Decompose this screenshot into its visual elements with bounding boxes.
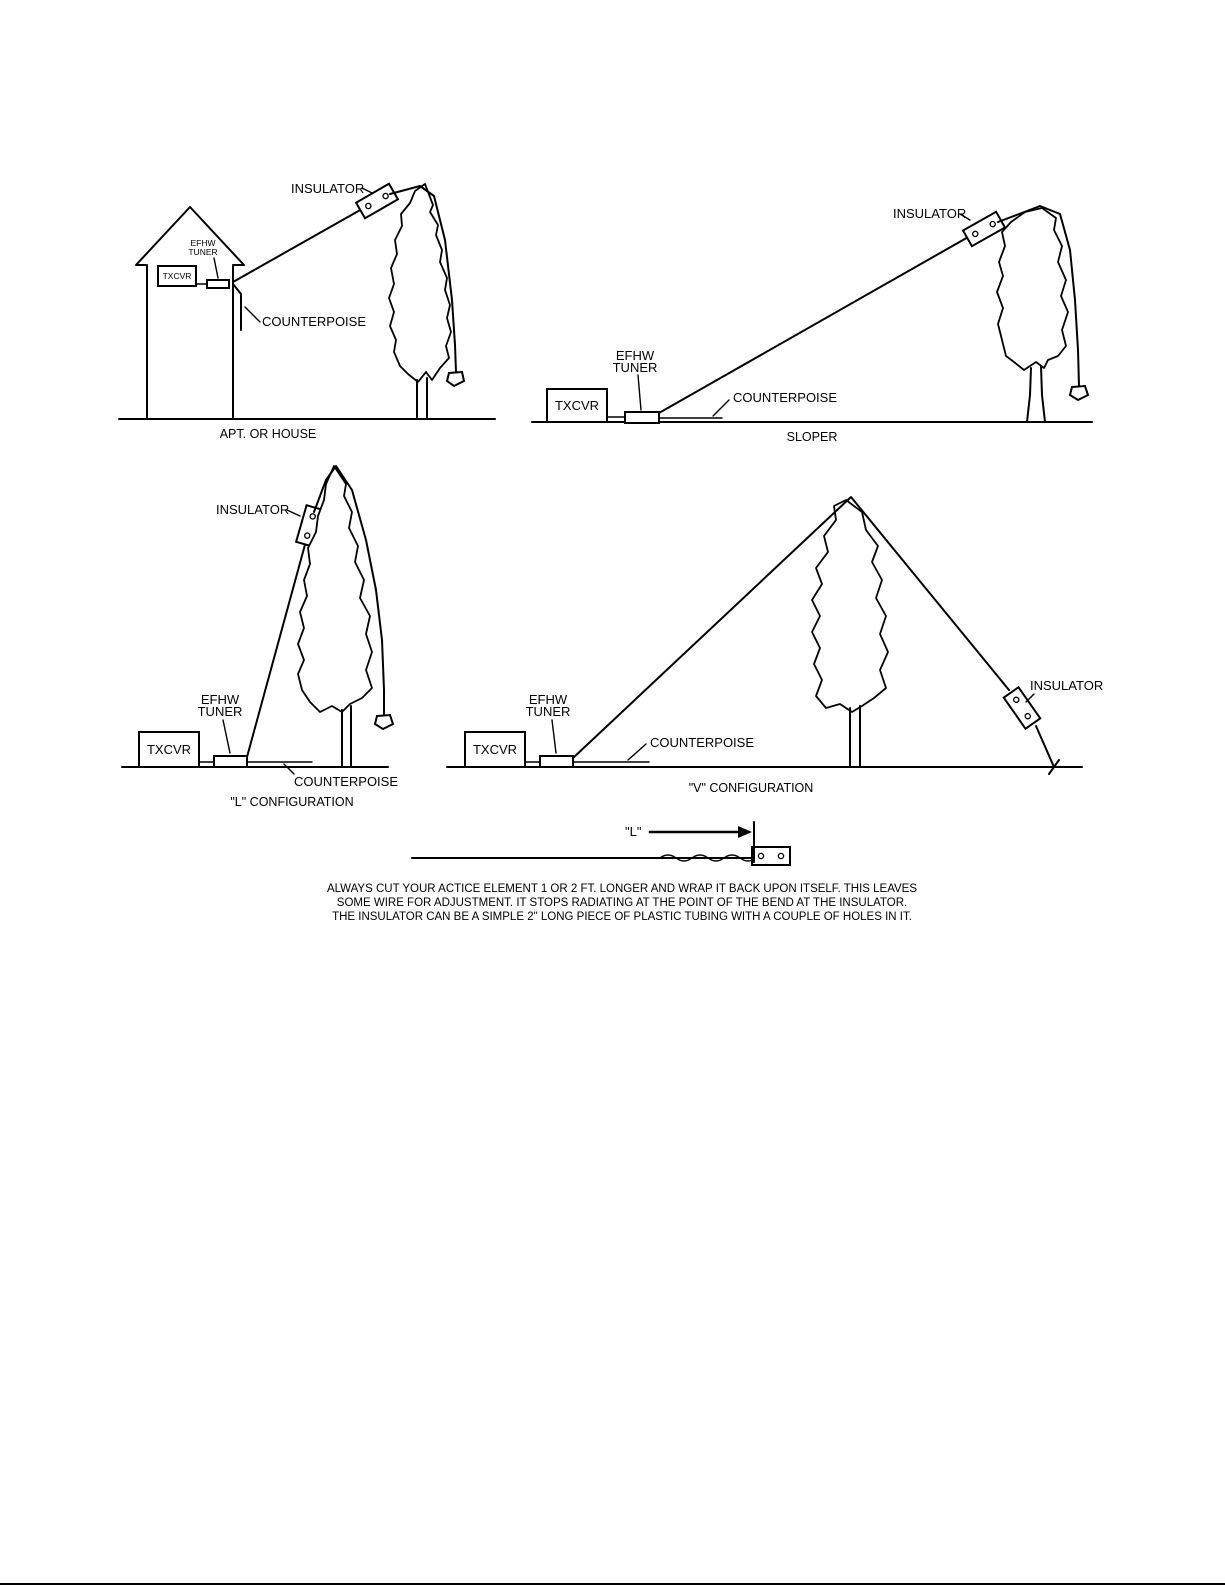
- detail-wrapped-element: "L": [411, 821, 791, 866]
- panel-caption: SLOPER: [787, 430, 838, 444]
- tuner-leader: [213, 257, 219, 279]
- note-line-2: SOME WIRE FOR ADJUSTMENT. IT STOPS RADIA…: [337, 897, 907, 909]
- panel-caption: "V" CONFIGURATION: [689, 781, 814, 795]
- antenna-wire: [572, 496, 1010, 759]
- weight: [445, 370, 466, 388]
- counterpoise-label: COUNTERPOISE: [650, 735, 754, 750]
- note-line-3: THE INSULATOR CAN BE A SIMPLE 2" LONG PI…: [332, 911, 912, 923]
- weight: [373, 713, 395, 731]
- insulator-hole: [757, 852, 765, 860]
- efhw-tuner-box: [206, 279, 230, 289]
- antenna-wire: [232, 208, 363, 283]
- wrapped-wire: [659, 854, 757, 862]
- txcvr-box: [157, 265, 197, 287]
- tree-crown: [811, 499, 889, 713]
- wire-over-tree: [313, 465, 385, 716]
- counterpoise-leader: [244, 306, 261, 323]
- tuner-leader: [222, 719, 231, 754]
- house: [135, 206, 245, 420]
- insulator-leader: [286, 509, 301, 517]
- insulator: [961, 210, 1007, 248]
- antenna-wire: [246, 540, 307, 758]
- tuner-label-line2: TUNER: [526, 704, 571, 719]
- txcvr-label: TXCVR: [147, 742, 191, 757]
- antenna-wire-tail: [1035, 725, 1055, 768]
- tree-trunk: [1040, 365, 1046, 423]
- txcvr-label: TXCVR: [555, 398, 599, 413]
- insulator-label: INSULATOR: [216, 502, 289, 517]
- tuner-label-line1: EFHW: [529, 692, 568, 707]
- wire-over-tree: [389, 185, 457, 373]
- weight: [1068, 384, 1090, 402]
- tuner-label-line2: TUNER: [188, 247, 217, 257]
- insulator-hole: [777, 852, 785, 860]
- insulator: [751, 846, 791, 866]
- ground-stake: [1048, 759, 1060, 775]
- tuner-label-line1: EFHW: [616, 348, 655, 363]
- txcvr-label: TXCVR: [163, 271, 192, 281]
- panel-sloper: TXCVR EFHW TUNER COUNTERPOISE INSULATOR …: [531, 205, 1093, 444]
- counterpoise-label: COUNTERPOISE: [294, 774, 398, 789]
- insulator-leader: [959, 213, 971, 221]
- tree-trunk: [1026, 367, 1032, 423]
- tree-crown: [297, 465, 373, 713]
- antenna-wire: [658, 235, 971, 414]
- panel-apartment: TXCVR EFHW TUNER COUNTERPOISE INSULATOR …: [118, 181, 496, 441]
- insulator: [354, 182, 400, 220]
- tuner-label-line2: TUNER: [198, 704, 243, 719]
- insulator-leader: [1025, 693, 1035, 703]
- insulator-leader: [361, 187, 373, 194]
- note-line-1: ALWAYS CUT YOUR ACTICE ELEMENT 1 OR 2 FT…: [327, 883, 917, 895]
- counterpoise-leader: [712, 399, 730, 417]
- tree-crown: [388, 183, 452, 383]
- panel-caption: "L" CONFIGURATION: [230, 795, 353, 809]
- tuner-leader: [551, 719, 557, 754]
- tuner-label-line1: EFHW: [201, 692, 240, 707]
- wire-over-tree: [997, 205, 1080, 387]
- efhw-tuner-box: [213, 755, 248, 768]
- tuner-label-line2: TUNER: [613, 360, 658, 375]
- note-block: ALWAYS CUT YOUR ACTICE ELEMENT 1 OR 2 FT…: [327, 883, 917, 923]
- insulator-label: INSULATOR: [893, 206, 966, 221]
- efhw-tuner-box: [624, 411, 660, 424]
- txcvr-box: [138, 731, 200, 768]
- counterpoise-leader: [283, 763, 295, 775]
- counterpoise-wire: [232, 283, 242, 295]
- efhw-tuner-box: [539, 755, 574, 768]
- insulator-label: INSULATOR: [291, 181, 364, 196]
- counterpoise-label: COUNTERPOISE: [262, 314, 366, 329]
- counterpoise-leader: [627, 743, 647, 761]
- txcvr-box: [546, 388, 608, 423]
- tree-crown: [996, 207, 1069, 371]
- tuner-leader: [637, 374, 642, 411]
- txcvr-label: TXCVR: [473, 742, 517, 757]
- length-label: "L": [625, 824, 642, 839]
- insulator: [1002, 685, 1042, 731]
- tuner-label-line1: EFHW: [190, 238, 215, 248]
- txcvr-box: [464, 731, 526, 768]
- panel-v-configuration: TXCVR EFHW TUNER COUNTERPOISE INSULATOR …: [446, 496, 1103, 795]
- counterpoise-label: COUNTERPOISE: [733, 390, 837, 405]
- insulator-label: INSULATOR: [1030, 678, 1103, 693]
- arrow-head: [738, 826, 752, 838]
- panel-caption: APT. OR HOUSE: [220, 427, 317, 441]
- panel-l-configuration: TXCVR EFHW TUNER COUNTERPOISE INSULATOR …: [121, 465, 398, 809]
